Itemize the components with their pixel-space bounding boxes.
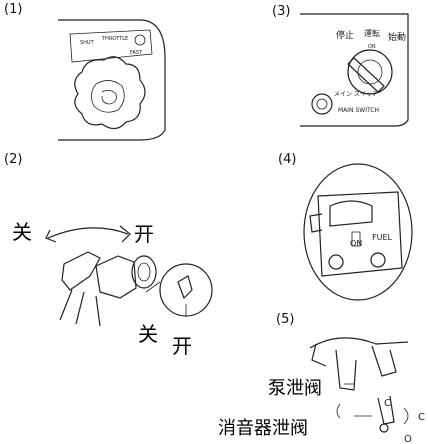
panel-5-number: (5) — [276, 312, 295, 327]
muffler-drain-callout: 消音器泄阀 — [218, 418, 308, 439]
main-switch-label: MAIN SWITCH — [338, 107, 379, 114]
svg-text:SHUT: SHUT — [80, 40, 95, 46]
svg-text:FAST: FAST — [130, 50, 143, 56]
panel-2-number: (2) — [4, 152, 23, 167]
svg-text:O: O — [404, 434, 412, 444]
switch-stop-label: 停止 — [336, 29, 354, 41]
switch-on-label: ON — [368, 44, 376, 50]
close-label-bottom: 关 — [138, 322, 158, 346]
svg-text:THROTTLE: THROTTLE — [101, 36, 128, 42]
pump-drain-callout: 泵泄阀 — [268, 378, 322, 399]
panel-3-number: (3) — [272, 4, 291, 19]
svg-text:C: C — [384, 398, 391, 409]
svg-text:C: C — [418, 412, 425, 423]
switch-run-label: 運転 — [364, 29, 380, 38]
panel-1-number: (1) — [4, 2, 23, 17]
switch-start-label: 始動 — [388, 31, 406, 43]
panel-4-number: (4) — [278, 152, 297, 167]
fuel-label: FUEL — [372, 233, 393, 242]
fuel-on-label: ON — [350, 239, 362, 248]
open-label-top: 开 — [134, 222, 154, 246]
main-switch-jp-label: メイン スイッチ — [334, 91, 378, 98]
open-label-bottom: 开 — [172, 334, 192, 358]
close-label-top: 关 — [12, 220, 32, 244]
